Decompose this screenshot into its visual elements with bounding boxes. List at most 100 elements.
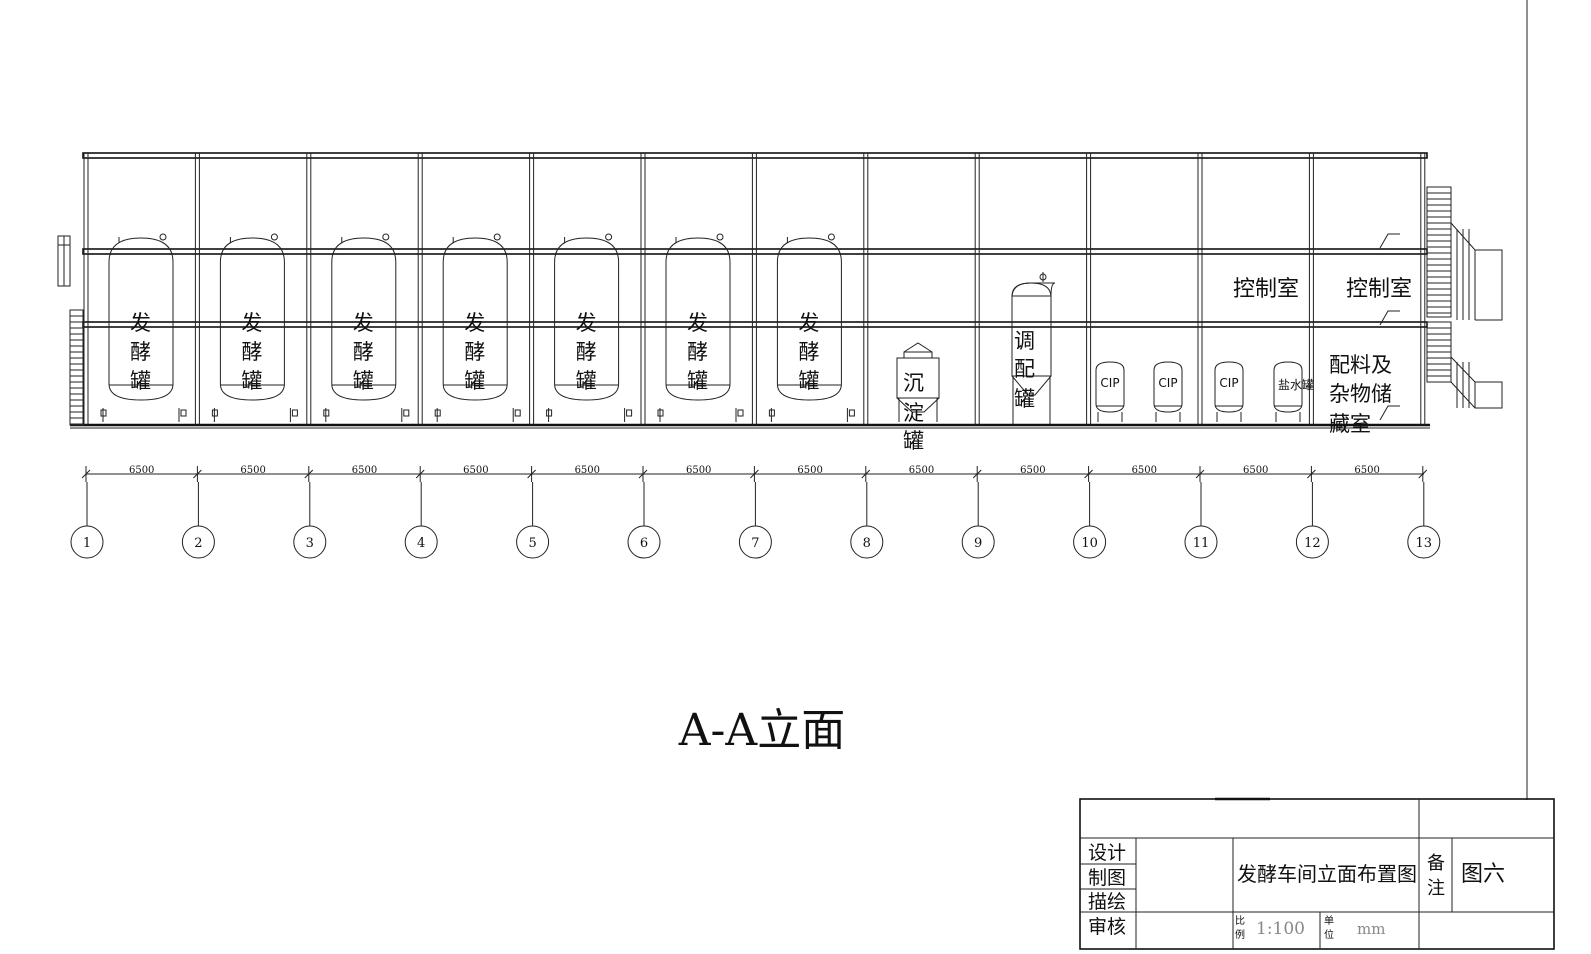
dimension-label: 6500: [797, 465, 822, 476]
axis-label: 10: [1081, 536, 1098, 551]
axis-bubble: [850, 525, 884, 559]
axis-bubble: [293, 525, 327, 559]
fermenter-tank: 发酵罐: [546, 233, 633, 422]
fermenter-label: 罐: [687, 369, 708, 393]
axis-bubble: [961, 525, 995, 559]
left-stair: [57, 235, 84, 426]
role-design: 设计: [1088, 842, 1126, 864]
axis-bubble: [404, 525, 438, 559]
axis-label: 9: [974, 536, 982, 551]
scale-label-2: 例: [1235, 928, 1245, 941]
dimension-label: 6500: [909, 465, 934, 476]
axis-label: 12: [1304, 536, 1321, 551]
fermenter-label: 酵: [353, 340, 374, 364]
axis-label: 6: [640, 536, 648, 551]
fermenter-label: 发: [353, 311, 374, 335]
remark-label-1: 备: [1427, 853, 1445, 874]
axis-bubble: [738, 525, 772, 559]
title-block: 设计 制图 描绘 审核 发酵车间立面布置图 备 注 图六 比 例 1:100 单…: [1079, 797, 1555, 950]
dimension-label: 6500: [352, 465, 377, 476]
cip-tank-label: CIP: [1219, 376, 1238, 390]
cip-tank-label: CIP: [1158, 376, 1177, 390]
settling-tank: 沉 淀 罐: [896, 342, 940, 453]
cip-tank: CIP: [1095, 361, 1125, 422]
fermenter-label: 酵: [241, 340, 262, 364]
dimension-label: 6500: [1243, 465, 1268, 476]
brine-tank: [1273, 361, 1303, 422]
axis-bubble: [70, 525, 104, 559]
fermenter-label: 发: [798, 311, 819, 335]
role-draft: 制图: [1088, 867, 1126, 889]
axis-bubble: [181, 525, 215, 559]
fermenter-tank: 发酵罐: [100, 233, 187, 422]
fermenter-label: 发: [687, 311, 708, 335]
dimension-label: 6500: [240, 465, 265, 476]
unit-value: mm: [1357, 920, 1385, 938]
dimension-label: 6500: [575, 465, 600, 476]
axis-bubble: [1073, 525, 1107, 559]
small-tanks: CIP CIP CIP: [1095, 361, 1303, 422]
axis-label: 1: [83, 536, 91, 551]
fermenter-label: 罐: [353, 369, 374, 393]
axis-label: 2: [194, 536, 202, 551]
fermenter-tank: 发酵罐: [768, 233, 855, 422]
brine-tank-label: 盐水罐: [1278, 378, 1314, 392]
fermenter-label: 酵: [464, 340, 485, 364]
storage-room-label-2: 杂物储: [1329, 382, 1392, 406]
cip-tank: CIP: [1153, 361, 1183, 422]
dimension-label: 6500: [463, 465, 488, 476]
fermenter-tank: 发酵罐: [211, 233, 298, 422]
remark-label-2: 注: [1427, 878, 1445, 899]
drawing-name: 发酵车间立面布置图: [1237, 862, 1417, 886]
cip-tank-label: CIP: [1100, 376, 1119, 390]
blending-tank-label-2: 配: [1014, 357, 1035, 381]
axis-label: 8: [863, 536, 871, 551]
fermenter-label: 酵: [798, 340, 819, 364]
fermenter-tank: 发酵罐: [323, 233, 410, 422]
scale-value: 1:100: [1256, 919, 1305, 939]
fermenter-label: 酵: [687, 340, 708, 364]
drawing-title: A-A立面: [678, 705, 845, 756]
fermenter-label: 酵: [130, 340, 151, 364]
axis-label: 11: [1193, 536, 1210, 551]
unit-label-2: 位: [1324, 928, 1334, 941]
role-trace: 描绘: [1088, 891, 1126, 913]
axis-label: 13: [1416, 536, 1433, 551]
fermenter-label: 酵: [576, 340, 597, 364]
storage-room-label-1: 配料及: [1329, 353, 1392, 377]
blending-tank: 调 配 罐: [1011, 272, 1056, 424]
fermenter-label: 罐: [241, 369, 262, 393]
roof-beam: [82, 152, 1428, 159]
axis-bubble: [627, 525, 661, 559]
dimension-label: 6500: [129, 465, 154, 476]
cip-tank: CIP: [1214, 361, 1244, 422]
axis-label: 5: [528, 536, 536, 551]
dimension-label: 6500: [1354, 465, 1379, 476]
dimension-label: 6500: [1020, 465, 1045, 476]
dimension-label: 6500: [686, 465, 711, 476]
control-room-label-2: 控制室: [1346, 277, 1412, 302]
axis-bubble: [516, 525, 550, 559]
control-room-label-1: 控制室: [1233, 277, 1299, 302]
role-review: 审核: [1088, 916, 1126, 938]
columns: [83, 153, 1426, 425]
storage-room-label-3: 藏室: [1329, 412, 1371, 436]
dimension-label: 6500: [1132, 465, 1157, 476]
fermenter-tank: 发酵罐: [657, 233, 744, 422]
unit-label-1: 单: [1324, 915, 1334, 927]
floor-beam-upper: [82, 248, 1428, 255]
fermenter-label: 发: [241, 311, 262, 335]
scale-label-1: 比: [1235, 915, 1245, 927]
settling-tank-label-2: 淀: [903, 401, 924, 425]
axis-label: 7: [751, 536, 759, 551]
axis-bubble: [1184, 525, 1218, 559]
fermenter-label: 罐: [798, 369, 819, 393]
fermenter-tank: 发酵罐: [434, 233, 521, 422]
level-markers: [1379, 233, 1400, 421]
fermenter-label: 发: [464, 311, 485, 335]
axis-bubble: [1407, 525, 1441, 559]
dimension-chain: 6500 6500 6500 6500 6500 6500 6500 6500 6500 6500…: [81, 465, 1428, 482]
figure-number: 图六: [1461, 862, 1505, 887]
